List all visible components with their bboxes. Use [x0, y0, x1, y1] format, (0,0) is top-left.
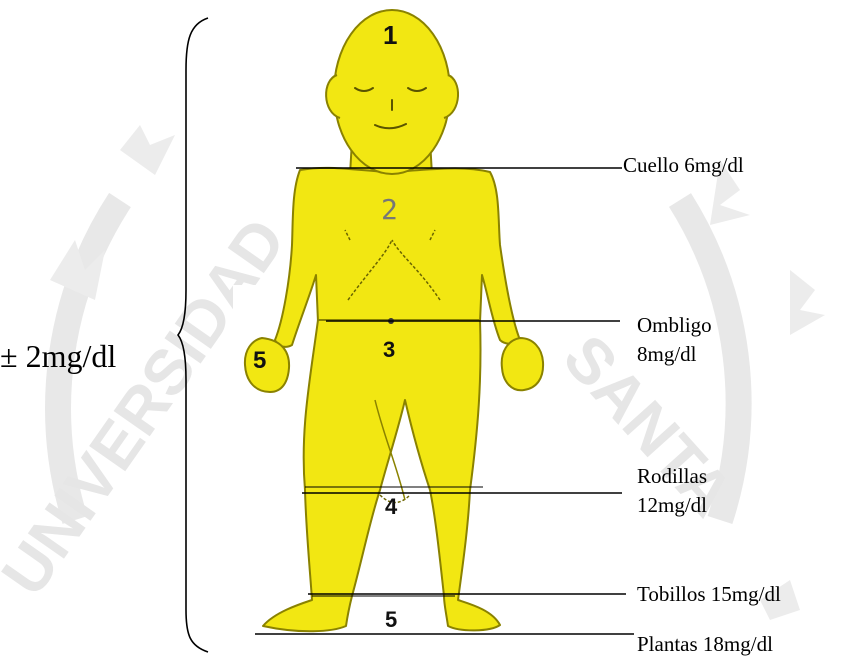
navel-level-label: Ombligo 8mg/dl [637, 311, 712, 369]
zone-4-number: 4 [385, 494, 397, 520]
zone-1-number: 1 [383, 20, 397, 51]
left-hand [245, 338, 289, 392]
neck-level-label: Cuello 6mg/dl [623, 153, 744, 177]
ankle-level-label: Tobillos 15mg/dl [637, 582, 781, 606]
knee-level-label: Rodillas 12mg/dl [637, 462, 707, 520]
overall-range-label: ± 2mg/dl [0, 338, 116, 374]
zone-2-number: 2 [381, 193, 398, 226]
sole-level-label: Plantas 18mg/dl [637, 632, 773, 656]
right-hand [502, 338, 543, 390]
zone-3-number: 3 [383, 337, 395, 363]
zone-5-hand-number: 5 [253, 347, 266, 375]
zone-5-feet-number: 5 [385, 607, 397, 633]
